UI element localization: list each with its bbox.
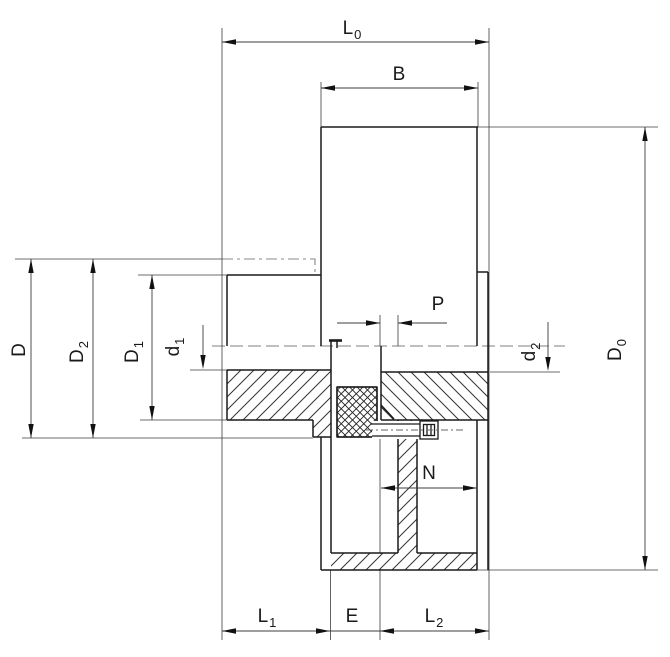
dim-label-D0: D0 bbox=[605, 339, 629, 361]
dim-label-d2: d2 bbox=[519, 343, 543, 362]
extension-lines bbox=[15, 28, 658, 640]
dim-label-E: E bbox=[346, 606, 359, 627]
dim-label-d1: d1 bbox=[163, 338, 187, 357]
dim-label-N: N bbox=[422, 463, 436, 484]
dim-label-D1: D1 bbox=[122, 341, 146, 363]
dim-label-P: P bbox=[432, 294, 445, 315]
hatch-drum-sleeve bbox=[398, 420, 417, 553]
right-hub-outline bbox=[380, 271, 489, 570]
set-screw bbox=[366, 420, 464, 440]
dimension-lines bbox=[30, 41, 646, 632]
dim-label-B: B bbox=[393, 64, 406, 85]
part-outlines bbox=[226, 126, 489, 571]
dim-label-D: D bbox=[9, 343, 30, 357]
spider-pocket-lip bbox=[329, 339, 342, 348]
dim-label-L1: L1 bbox=[258, 606, 277, 630]
dimension-labels: L0 B P N L1 E L2 D D2 D1 d1 d2 D0 bbox=[9, 18, 629, 630]
hatch-left-hub-flange bbox=[313, 420, 331, 437]
dimension-arrowheads bbox=[28, 39, 648, 634]
drum-outline bbox=[320, 126, 478, 571]
phantom-brake-wheel-outline bbox=[222, 258, 316, 275]
dim-label-D2: D2 bbox=[67, 341, 91, 363]
dim-label-L0: L0 bbox=[343, 18, 362, 42]
hatch-right-hub-flange bbox=[381, 372, 488, 420]
hatch-left-hub bbox=[227, 370, 331, 420]
section-hatching bbox=[227, 370, 488, 570]
set-screw-clearance bbox=[372, 421, 438, 439]
left-hub-outline bbox=[226, 274, 332, 553]
hatch-drum-rim bbox=[331, 553, 477, 570]
elastic-spider-crosshatch bbox=[336, 386, 378, 438]
dim-label-L2: L2 bbox=[425, 606, 444, 630]
centerlines bbox=[212, 258, 565, 347]
